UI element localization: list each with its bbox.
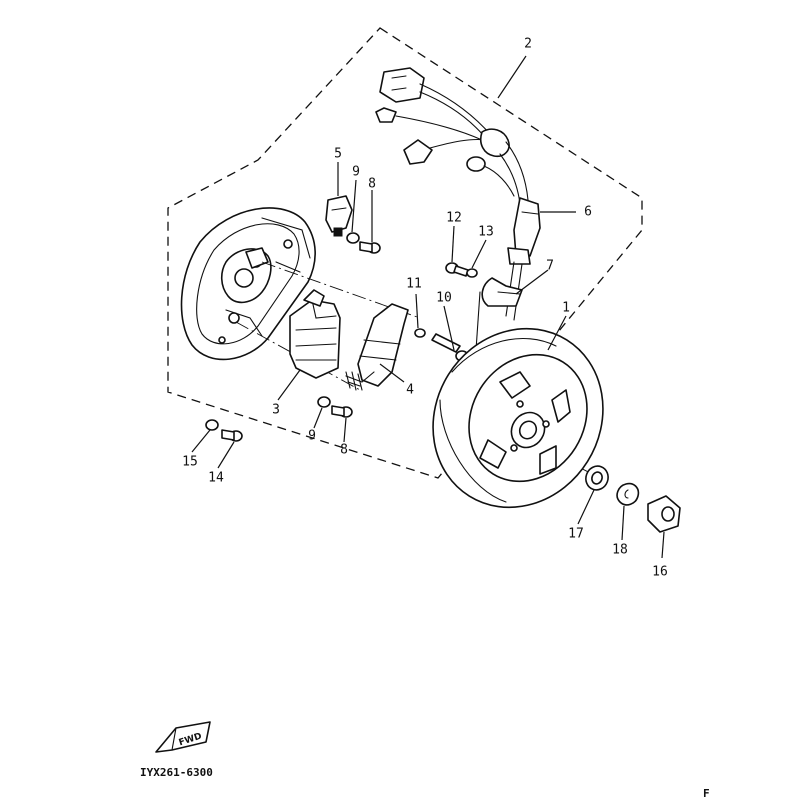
callout-4: 4: [406, 383, 414, 398]
part-7-wire-clamp: [481, 277, 523, 307]
callout-16: 16: [652, 565, 668, 580]
callout-10: 10: [436, 291, 452, 306]
part-9-washer-upper: [346, 232, 360, 244]
part-11-washer: [414, 328, 426, 338]
leader-2: [497, 55, 527, 99]
part-8-screw-upper: [359, 241, 381, 254]
stator-base-plate: [180, 207, 316, 361]
callout-7: 7: [546, 259, 554, 274]
part-9-washer-lower: [317, 396, 331, 408]
leader-10: [443, 305, 455, 351]
corner-mark: F: [703, 787, 710, 800]
leader-18: [621, 505, 625, 541]
fwd-arrow-icon: FWD: [155, 721, 211, 753]
part-4-lighting-coil: [345, 303, 409, 391]
part-5-bracket: [325, 195, 353, 237]
leader-1: [547, 315, 567, 351]
assembly-boundary: [167, 27, 643, 479]
part-16-nut: [647, 495, 681, 533]
callout-6: 6: [584, 205, 592, 220]
callout-8-upper: 8: [368, 177, 376, 192]
leader-9a: [351, 179, 357, 233]
callout-5: 5: [334, 147, 342, 162]
part-17-washer: [585, 465, 609, 491]
callout-9-lower: 9: [308, 429, 316, 444]
leader-4: [379, 363, 405, 383]
leader-15: [191, 429, 211, 453]
callout-12: 12: [446, 211, 462, 226]
callout-2: 2: [524, 37, 532, 52]
part-13-washer: [466, 268, 478, 278]
leader-7: [515, 269, 549, 295]
leader-14: [217, 441, 235, 469]
leader-13: [471, 239, 487, 269]
callout-18: 18: [612, 543, 628, 558]
callout-1: 1: [562, 301, 570, 316]
part-14-screw: [221, 429, 243, 442]
part-1-flywheel-rotor: [432, 327, 604, 509]
callout-leaders: [191, 55, 665, 559]
leader-3: [277, 369, 301, 401]
callout-11: 11: [406, 277, 422, 292]
part-3-source-coil: [289, 289, 341, 379]
callout-15: 15: [182, 455, 198, 470]
drawing-code: IYX261-6300: [140, 766, 213, 779]
crank-axis-centerline: [517, 435, 601, 479]
callout-8-lower: 8: [340, 443, 348, 458]
leader-17: [577, 489, 595, 525]
part-18-lock-washer: [616, 482, 640, 506]
leader-16: [661, 531, 665, 559]
part-15-washer: [205, 419, 219, 431]
callout-9-upper: 9: [352, 165, 360, 180]
leader-12: [451, 225, 455, 263]
part-2-wire-harness: [375, 67, 541, 351]
callout-3: 3: [272, 403, 280, 418]
leader-8b: [343, 417, 347, 443]
callout-17: 17: [568, 527, 584, 542]
callout-13: 13: [478, 225, 494, 240]
leader-11: [415, 293, 419, 329]
part-8-screw-lower: [331, 405, 353, 418]
leader-9b: [313, 407, 323, 429]
callout-14: 14: [208, 471, 224, 486]
part-12-screw: [445, 262, 469, 277]
callout-numbers: 1 2 3 4 5 6 7 8 8 9 9 10 11 12 13 14 15 …: [182, 37, 668, 580]
